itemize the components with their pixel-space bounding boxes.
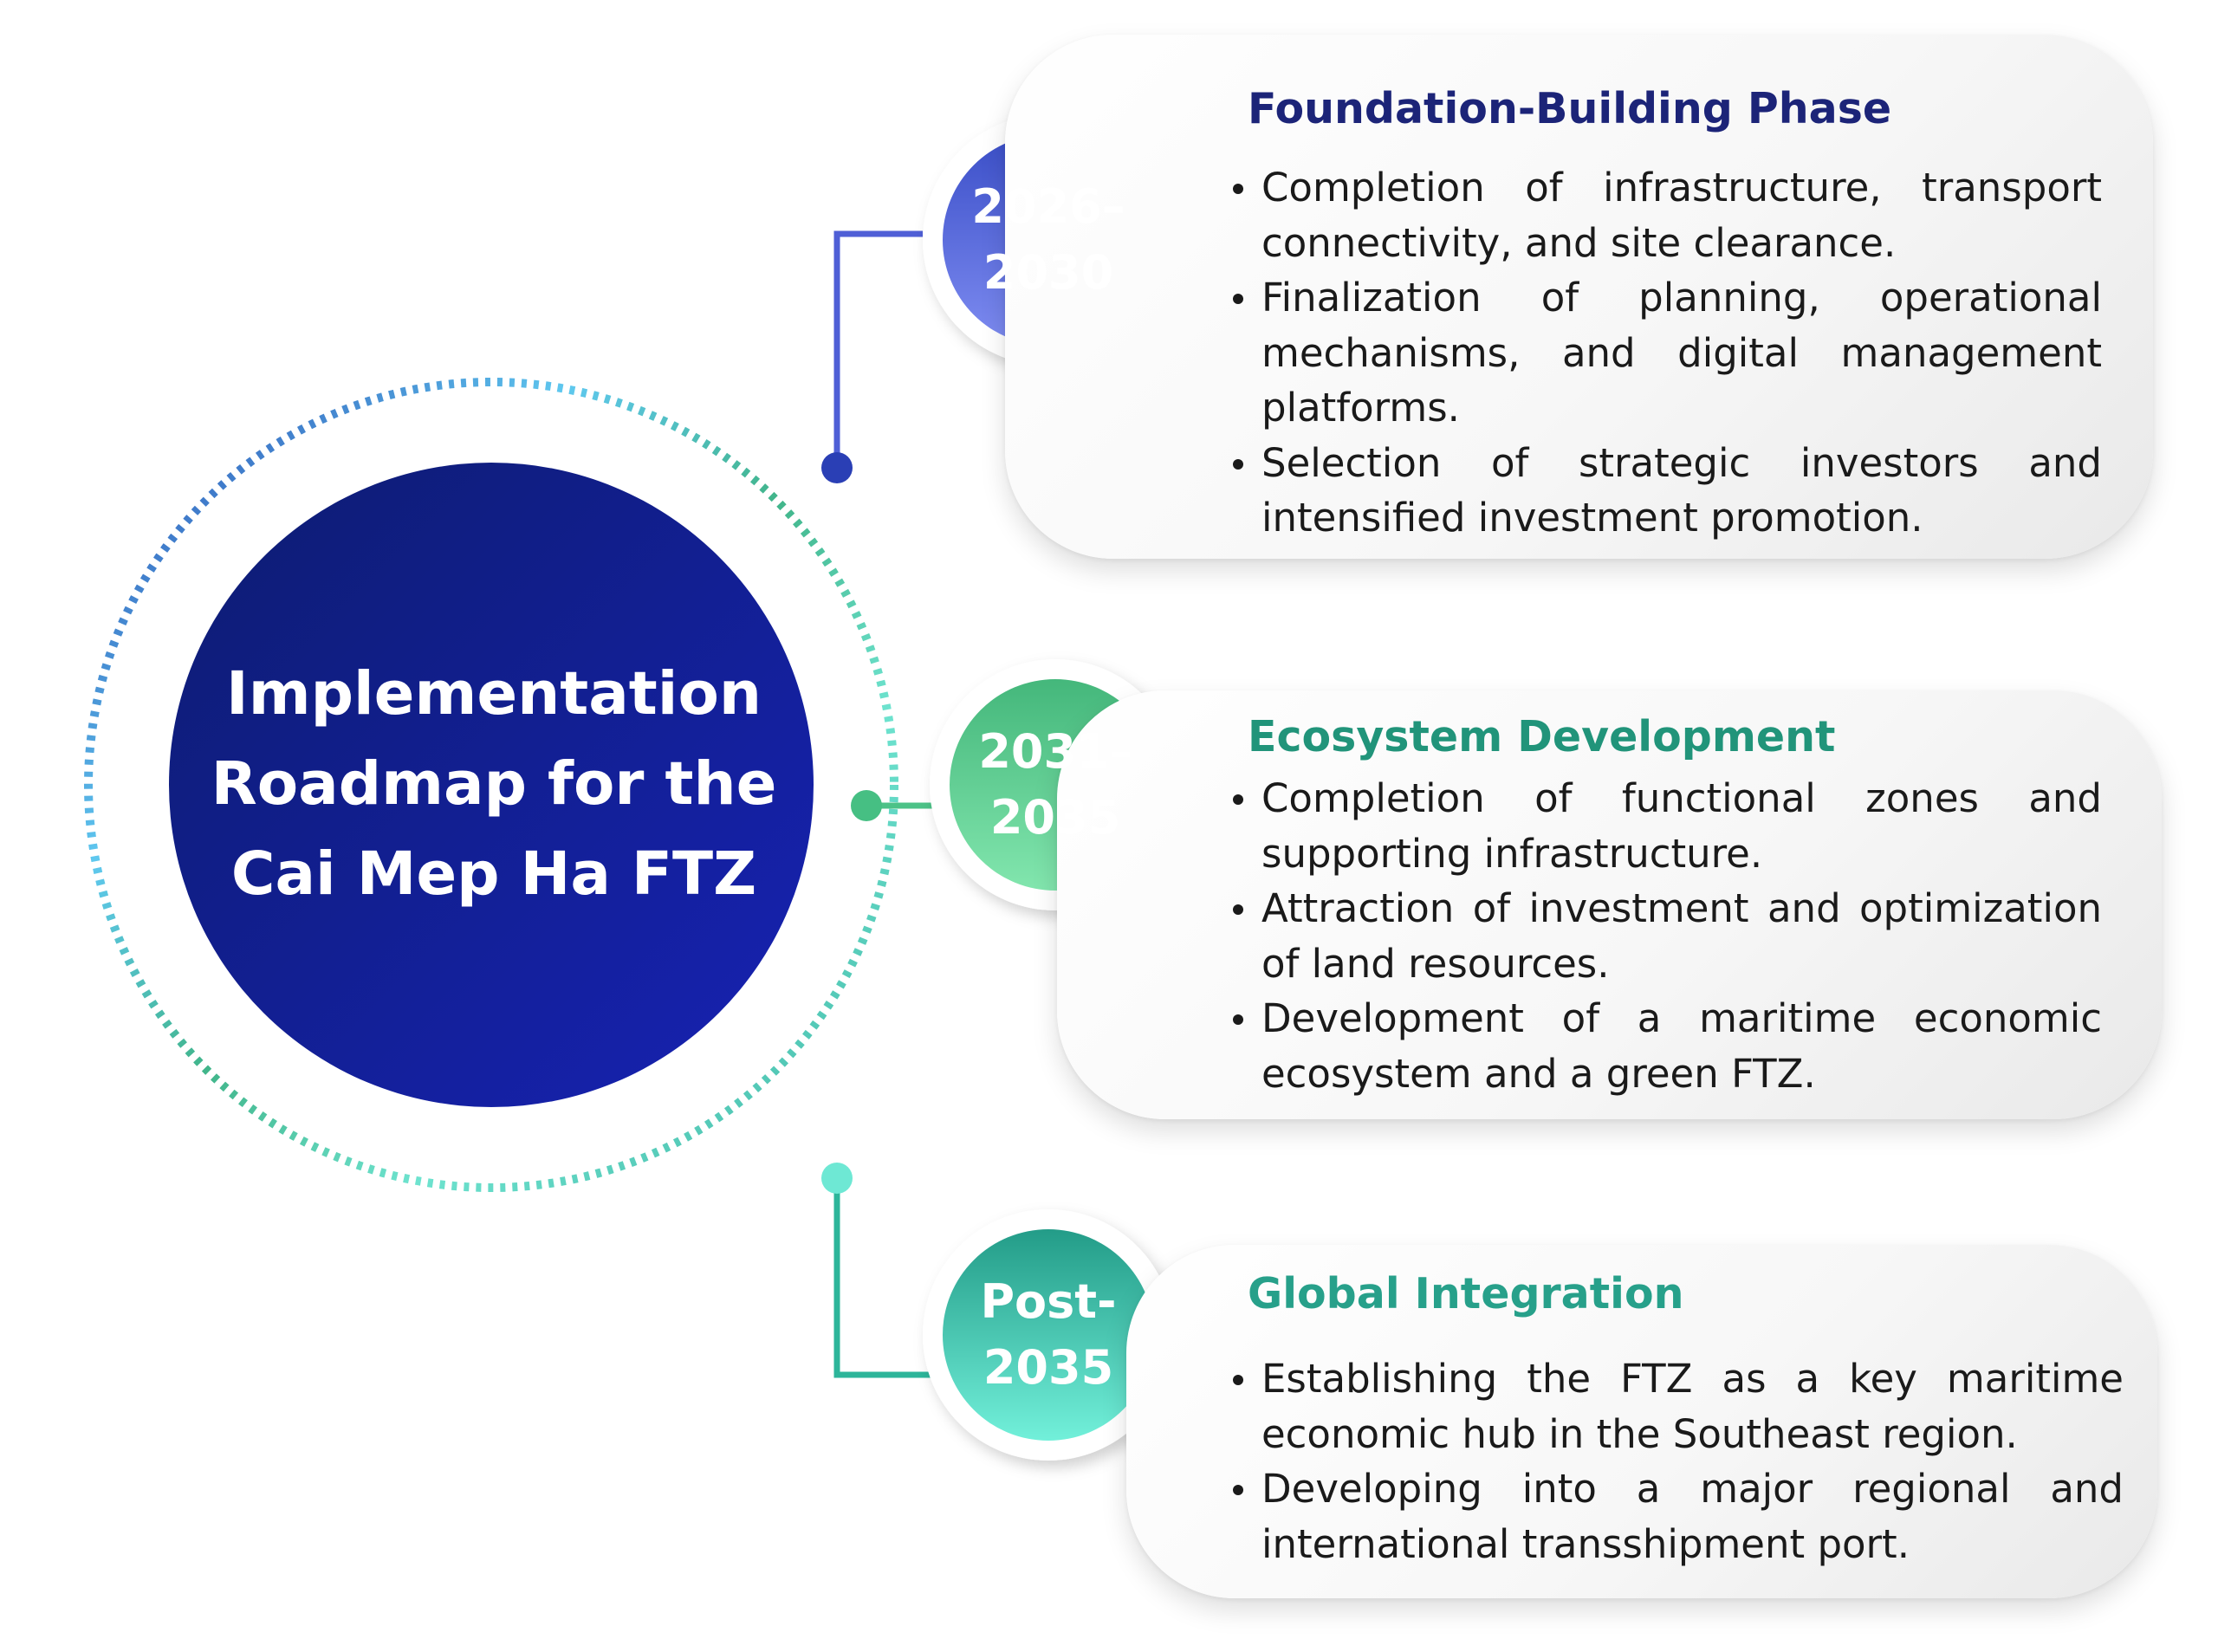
phase-1-bullets: Completion of infrastructure, transport … [1233,160,2102,546]
phase-3-years: Post- 2035 [944,1231,1152,1439]
phase-3-years-line-2: 2035 [983,1340,1114,1395]
center-title: Implementation Roadmap for the Cai Mep H… [165,463,823,1105]
dotted-ring [84,378,898,1192]
phase-2-years-line-2: 2035 [989,790,1121,845]
phase-2-bullets: Completion of functional zones and suppo… [1233,771,2102,1101]
phase-2-years-line-1: 2031– [978,724,1132,779]
connector-3 [833,1178,936,1378]
center-title-line-2: Roadmap for the [211,749,777,819]
phase-3-bullets: Establishing the FTZ as a key maritime e… [1233,1351,2124,1571]
phase-1-bullet-2: Finalization of planning, operational me… [1233,270,2102,436]
phase-1-years-line-1: 2026– [971,179,1125,234]
connector-3-dot [821,1163,853,1194]
phase-1-bullet-1: Completion of infrastructure, transport … [1233,160,2102,270]
connector-1 [833,230,923,468]
phase-3-bullet-1: Establishing the FTZ as a key maritime e… [1233,1351,2124,1461]
phase-2-bullet-2: Attraction of investment and optimizatio… [1233,881,2102,991]
phase-3-bullet-2: Developing into a major regional and int… [1233,1461,2124,1571]
phase-2-years: 2031– 2035 [951,681,1159,889]
phase-1-years: 2026– 2030 [944,136,1152,344]
phase-3-card [1126,1245,2157,1598]
phase-2-bullet-1: Completion of functional zones and suppo… [1233,771,2102,881]
connector-1-dot [821,452,853,483]
phase-1-card [1005,35,2153,559]
phase-3-badge [923,1209,1174,1461]
center-title-line-3: Cai Mep Ha FTZ [230,839,757,909]
phase-2-bullet-3: Development of a maritime economic ecosy… [1233,991,2102,1101]
center-circle [169,463,814,1107]
phase-1-years-line-2: 2030 [983,245,1114,300]
phase-1-title: Foundation-Building Phase [1248,84,1892,133]
phase-3-title: Global Integration [1248,1269,1684,1318]
phase-2-title: Ecosystem Development [1248,712,1836,761]
connector-2-dot [851,790,882,821]
phase-3-years-line-1: Post- [980,1274,1117,1329]
phase-1-bullet-3: Selection of strategic investors and int… [1233,436,2102,546]
center-title-line-1: Implementation [226,659,762,729]
